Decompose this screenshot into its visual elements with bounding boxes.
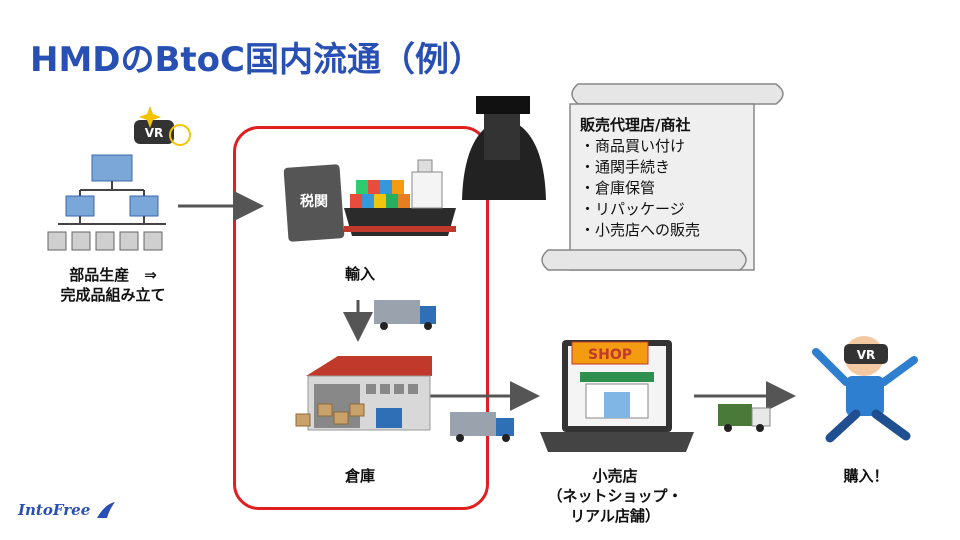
distributor-item: ・通関手続き — [580, 158, 671, 176]
import-label: 輸入 — [344, 265, 375, 283]
truck-icon-3 — [718, 404, 771, 432]
parts-label-line2: 完成品組み立て — [60, 286, 166, 304]
purchase-label: 購入！ — [843, 467, 889, 485]
distributor-item: ・商品買い付け — [580, 137, 686, 155]
company-logo: IntoFree — [18, 500, 117, 522]
parts-production-label: 部品生産 ⇒ 完成品組み立て — [38, 265, 188, 305]
logo-wing-icon — [97, 502, 116, 518]
distributor-item: ・リパッケージ — [580, 200, 685, 218]
distributor-person-icon — [462, 96, 546, 200]
retail-label-line2: （ネットショップ・ — [547, 487, 683, 505]
distributor-heading: 販売代理店/商社 — [580, 116, 691, 134]
cargo-ship-icon — [344, 159, 456, 236]
jumping-person-icon: VR — [812, 336, 918, 443]
parts-network-icon — [47, 154, 166, 251]
parts-label-line1: 部品生産 ⇒ — [69, 266, 157, 284]
customs-text: 税関 — [300, 193, 328, 210]
truck-icon-2 — [450, 412, 514, 442]
warehouse-icon — [295, 356, 432, 431]
distributor-item: ・小売店への販売 — [580, 221, 701, 239]
warehouse-label: 倉庫 — [344, 467, 375, 485]
retail-label-line1: 小売店 — [592, 467, 638, 485]
distributor-text-block: 販売代理店/商社 ・商品買い付け ・通関手続き ・倉庫保管 ・リパッケージ ・小… — [580, 115, 700, 241]
retail-label: 小売店 （ネットショップ・ リアル店舗） — [540, 466, 690, 526]
truck-icon-1 — [374, 300, 436, 330]
shop-sign-text: SHOP — [588, 347, 632, 363]
page-title: HMDのBtoC国内流通（例） — [30, 40, 483, 80]
customs-document-icon: 税関 — [283, 164, 345, 242]
vr-headset-text: VR — [145, 126, 164, 140]
laptop-shop-icon: SHOP — [540, 340, 694, 452]
import-warehouse-highlight-box — [233, 126, 489, 510]
retail-label-line3: リアル店舗） — [570, 507, 660, 525]
vr-headset-icon: VR — [134, 106, 191, 146]
distributor-item: ・倉庫保管 — [580, 179, 656, 197]
logo-text: IntoFree — [18, 501, 91, 519]
scroll-background — [541, 83, 784, 271]
vr-person-text: VR — [857, 348, 876, 362]
